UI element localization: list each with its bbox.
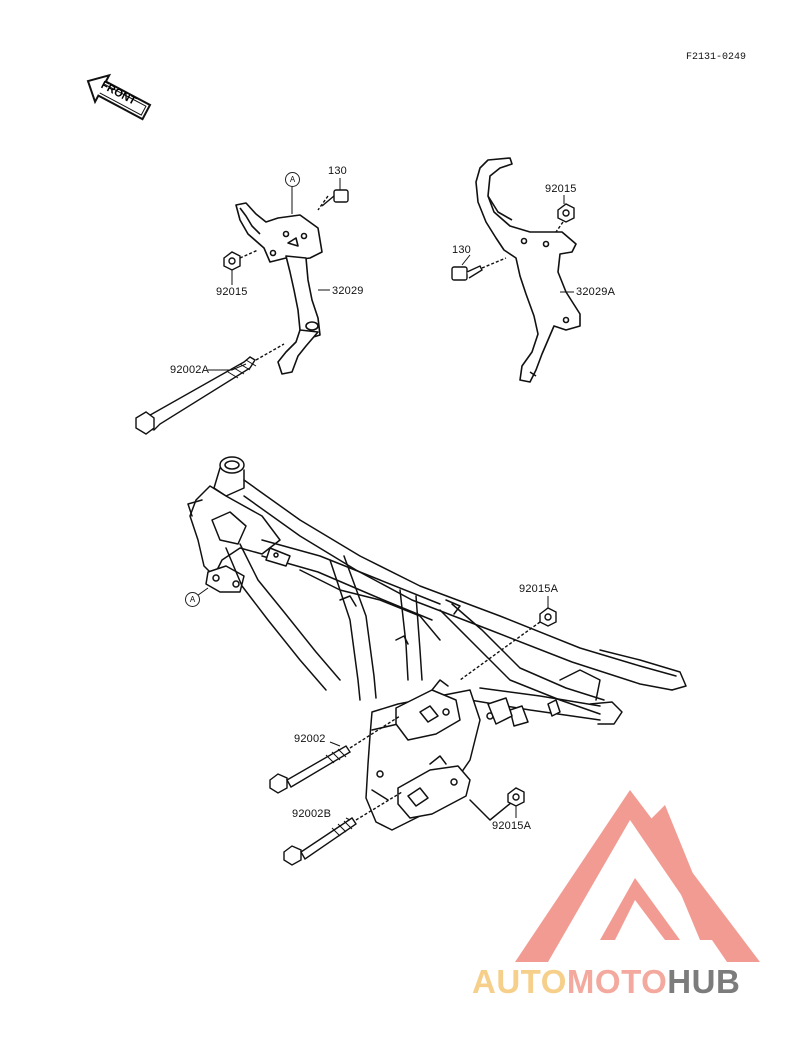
nut-92015-left: [223, 249, 259, 271]
front-label-wrap: FRONT: [99, 79, 138, 108]
front-label: FRONT: [99, 79, 138, 108]
view-marker-a-top: A: [285, 172, 300, 187]
label-130-right: 130: [452, 244, 471, 256]
nut-92015-right: [555, 203, 575, 233]
label-92015a-lower: 92015A: [492, 820, 532, 832]
label-92015a-upper: 92015A: [519, 583, 559, 595]
watermark-hub: HUB: [667, 963, 741, 1000]
label-92002: 92002: [294, 733, 326, 745]
label-leaders: [193, 178, 574, 821]
bolt-92002b: [283, 791, 403, 866]
bolt-92002a: [135, 343, 285, 435]
bracket-left-32029: [235, 202, 323, 375]
label-32029a: 32029A: [576, 286, 616, 298]
figure-reference: F2131-0249: [686, 52, 747, 63]
watermark-text: AUTOMOTOHUB: [472, 963, 740, 1001]
watermark-moto: MOTO: [566, 963, 668, 1000]
watermark-auto: AUTO: [472, 963, 567, 1000]
front-arrow-icon: [86, 73, 152, 121]
bolt-130-right: [451, 257, 507, 281]
label-130-left: 130: [328, 165, 347, 177]
label-92002a: 92002A: [170, 364, 210, 376]
bolt-130-left: [317, 189, 349, 211]
bracket-right-32029a: [475, 157, 581, 383]
bolt-92002: [269, 715, 401, 794]
label-92002b: 92002B: [292, 808, 332, 820]
label-92015-left: 92015: [216, 286, 248, 298]
motorcycle-frame: [187, 456, 687, 831]
label-92015-right: 92015: [545, 183, 577, 195]
label-32029: 32029: [332, 285, 364, 297]
nut-92015a-lower: [507, 787, 525, 807]
watermark-logo-icon: [515, 790, 760, 962]
view-marker-a-frame: A: [185, 592, 200, 607]
